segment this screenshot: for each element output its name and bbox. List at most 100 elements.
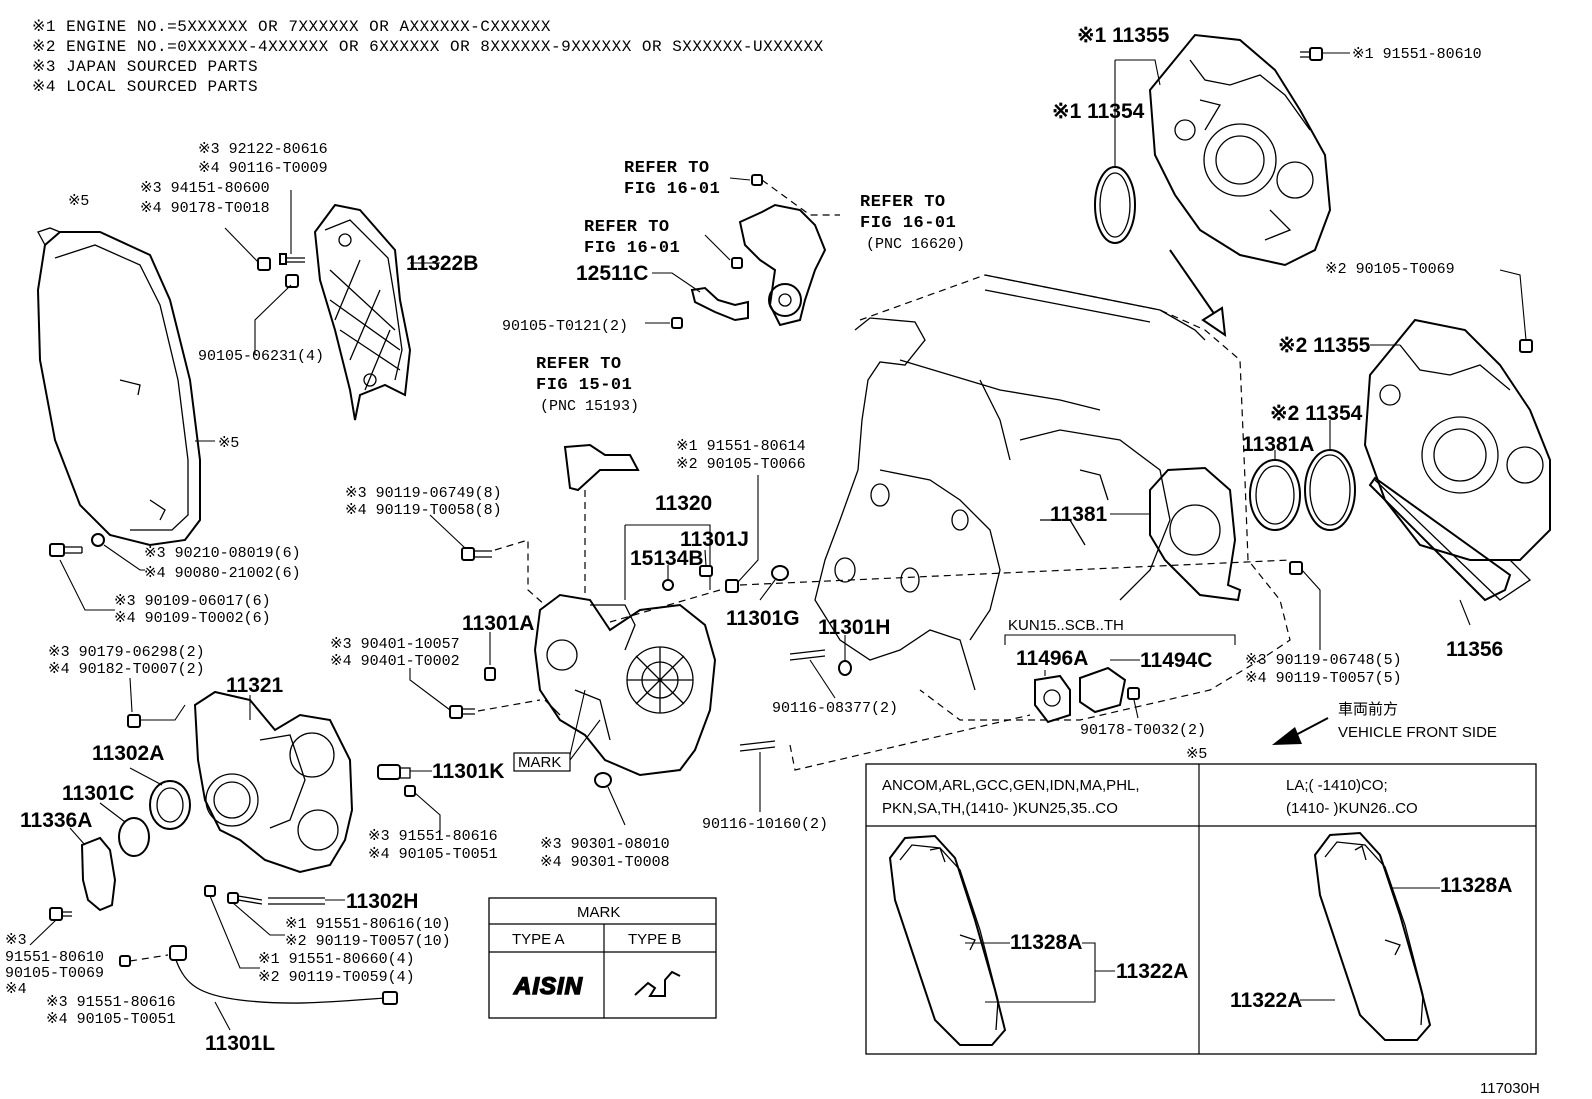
- callout-90119-T0059: ※2 90119-T0059(4): [258, 969, 415, 986]
- callout-11321: 11321: [226, 674, 284, 697]
- variant-left-11328a: 11328A: [1010, 931, 1082, 954]
- refer-16-01c-pnc: (PNC 16620): [866, 236, 965, 253]
- refer-15-01-line1: REFER TO: [536, 355, 622, 374]
- plate-11355-type1: ※1 91551-80610 ※1 11355 ※1 11354: [1052, 24, 1482, 338]
- callout-11301j: 11301J: [680, 528, 749, 551]
- callout-11302a: 11302A: [92, 742, 164, 765]
- callout-11322b: 11322B: [406, 252, 478, 275]
- refer-16-01b-line1: REFER TO: [584, 218, 670, 237]
- callout-91551-80660: ※1 91551-80660(4): [258, 951, 415, 968]
- refer-16-01a-line1: REFER TO: [624, 159, 710, 178]
- callout-90178-T0032: 90178-T0032(2): [1080, 722, 1206, 739]
- vehicle-front-arrow-icon: [1272, 727, 1302, 745]
- callout-90301-08010: ※3 90301-08010: [540, 836, 670, 853]
- pin-11301a: 11301A: [462, 612, 534, 681]
- timing-cover-11321: 11321 ※3 90179-06298(2) ※4 90182-T0007(2…: [48, 644, 354, 874]
- callout-94151-80600: ※3 94151-80600: [140, 180, 270, 197]
- callout-90116-08377: 90116-08377(2): [772, 700, 898, 717]
- callout-11355-type2: ※2 11355: [1278, 334, 1371, 357]
- variant-left-11322a: 11322A: [1116, 960, 1188, 983]
- mark-tag: MARK: [513, 689, 601, 772]
- o-rings-11301g-h: 11301G 11301H: [726, 559, 1291, 676]
- note-engine-1: ※1 ENGINE NO.=5XXXXXX OR 7XXXXXX OR AXXX…: [32, 18, 551, 36]
- vehicle-front-en: VEHICLE FRONT SIDE: [1338, 724, 1497, 741]
- callout-90119-06748: ※3 90119-06748(5): [1245, 652, 1402, 669]
- refer-16-01a-line2: FIG 16-01: [624, 180, 720, 199]
- callout-11381a: 11381A: [1242, 433, 1314, 456]
- callout-90401-T0002: ※4 90401-T0002: [330, 653, 460, 670]
- bolts-11322b: ※3 92122-80616 ※4 90116-T0009 ※3 94151-8…: [140, 141, 328, 365]
- callout-90105-06231: 90105-06231(4): [198, 348, 324, 365]
- callout-90105-T0066: ※2 90105-T0066: [676, 456, 806, 473]
- bolt-91551-80614: ※1 91551-80614 ※2 90105-T0066: [609, 438, 806, 623]
- mark-table-type-a: TYPE A: [512, 931, 565, 948]
- callout-12511c: 12511C: [576, 262, 648, 285]
- callout-11494c: 11494C: [1140, 649, 1212, 672]
- callout-90401-10057: ※3 90401-10057: [330, 636, 460, 653]
- variant-left-header-2: PKN,SA,TH,(1410- )KUN25,35..CO: [882, 800, 1118, 817]
- mark-table: MARK TYPE A TYPE B AISIN: [488, 897, 717, 1019]
- callout-11381: 11381: [1050, 503, 1108, 526]
- type-b-mark-icon: [634, 970, 681, 997]
- note-local-sourced: ※4 LOCAL SOURCED PARTS: [32, 78, 258, 96]
- refer-16-01c-line2: FIG 16-01: [860, 214, 956, 233]
- bracket-12511c: 12511C 90105-T0121(2): [502, 262, 749, 335]
- callout-11302h: 11302H: [346, 890, 418, 913]
- callout-11355-type1: ※1 11355: [1077, 24, 1170, 47]
- callout-90105-T0051-l: ※4 90105-T0051: [46, 1011, 176, 1028]
- callout-11301l: 11301L: [205, 1032, 275, 1055]
- callout-90119-T0058: ※4 90119-T0058(8): [345, 502, 502, 519]
- variant-right-11328a: 11328A: [1440, 874, 1512, 897]
- seals-left: 11302A 11301C: [62, 742, 191, 857]
- bolt-90119-06749: ※3 90119-06749(8) ※4 90119-T0058(8): [345, 485, 546, 606]
- timing-cover-no2-11322b: 11322B: [313, 203, 478, 421]
- variant-table-star5: ※5: [1186, 745, 1207, 762]
- callout-15134b: 15134B: [630, 547, 704, 570]
- header-notes: ※1 ENGINE NO.=5XXXXXX OR 7XXXXXX OR AXXX…: [32, 18, 824, 96]
- callout-11354-type1: ※1 11354: [1052, 100, 1145, 123]
- callout-11301a: 11301A: [462, 612, 534, 635]
- callout-11336a: 11336A: [20, 809, 92, 832]
- callout-91551-80616-k: ※3 91551-80616: [368, 828, 498, 845]
- callout-bl-star4: ※4: [5, 981, 27, 998]
- bolt-90401: ※3 90401-10057 ※4 90401-T0002: [330, 636, 541, 719]
- gasket-15193: REFER TO FIG 15-01 (PNC 15193): [536, 355, 640, 595]
- variant-right-header-1: LA;( -1410)CO;: [1286, 777, 1388, 794]
- callout-bl-90105-T0069: 90105-T0069: [5, 965, 104, 982]
- callout-90119-T0057-5: ※4 90119-T0057(5): [1245, 670, 1402, 687]
- callout-bl-star3: ※3: [5, 932, 27, 949]
- refer-16-01b-line2: FIG 16-01: [584, 239, 680, 258]
- note-japan-sourced: ※3 JAPAN SOURCED PARTS: [32, 58, 258, 76]
- vehicle-front-jp: 車両前方: [1338, 701, 1398, 718]
- refer-16-01c-line1: REFER TO: [860, 193, 946, 212]
- bracket-11336a: 11336A ※3 91551-80610 90105-T0069 ※4: [5, 809, 117, 998]
- figure-number: 117030H: [1480, 1080, 1540, 1097]
- callout-11301c: 11301C: [62, 782, 134, 805]
- left-timing-belt-cover: ※5 ※5: [36, 192, 239, 547]
- callout-star5-top: ※5: [68, 192, 89, 209]
- callout-90178-T0018: ※4 90178-T0018: [140, 200, 270, 217]
- studs: 90116-08377(2) 90116-10160(2): [702, 649, 1031, 833]
- callout-11356: 11356: [1446, 638, 1503, 661]
- refer-15-01-line2: FIG 15-01: [536, 376, 632, 395]
- callout-90105-T0121: 90105-T0121(2): [502, 318, 628, 335]
- note-engine-2: ※2 ENGINE NO.=0XXXXXX-4XXXXXX OR 6XXXXXX…: [32, 38, 824, 56]
- variant-left-header-1: ANCOM,ARL,GCC,GEN,IDN,MA,PHL,: [882, 777, 1140, 794]
- variant-right-header-2: (1410- )KUN26..CO: [1286, 800, 1418, 817]
- callout-11354-type2: ※2 11354: [1270, 402, 1363, 425]
- callout-11301h: 11301H: [818, 616, 890, 639]
- callout-90182-T0007: ※4 90182-T0007(2): [48, 661, 205, 678]
- variant-right-11322a: 11322A: [1230, 989, 1302, 1012]
- callout-90119-T0057-10: ※2 90119-T0057(10): [285, 933, 451, 950]
- callout-11301g: 11301G: [726, 607, 800, 630]
- oil-pump-housing-11320: 11320 15134B 11301J: [533, 492, 749, 777]
- o-ring-90301: ※3 90301-08010 ※4 90301-T0008: [540, 772, 670, 871]
- bolts-11302h: 11302H ※1 91551-80616(10) ※2 90119-T0057…: [204, 885, 451, 986]
- mark-table-type-b: TYPE B: [628, 931, 681, 948]
- sensor-11301l: ※3 91551-80616 ※4 90105-T0051 11301L: [46, 945, 398, 1055]
- callout-91551-80614: ※1 91551-80614: [676, 438, 806, 455]
- seals-right: ※2 11354 11381A 11381 ※3 90119-06748(5) …: [1050, 402, 1402, 687]
- aisin-logo: AISIN: [513, 973, 583, 1000]
- callout-90116-T0009: ※4 90116-T0009: [198, 160, 328, 177]
